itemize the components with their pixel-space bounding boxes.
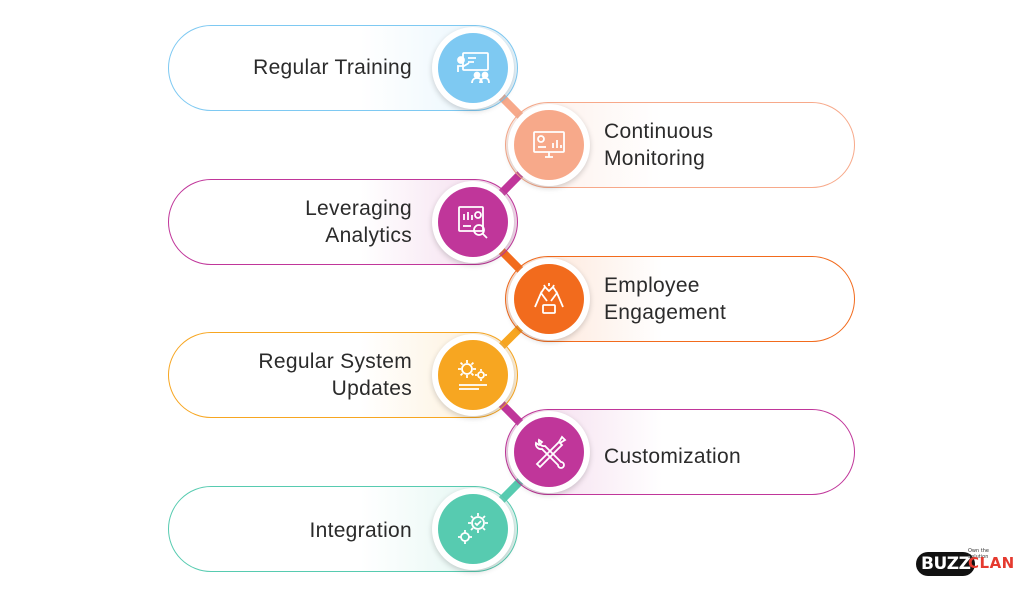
- step-circle-1: [432, 27, 514, 109]
- step-circle-fill-2: [514, 110, 584, 180]
- step-circle-5: [432, 334, 514, 416]
- high-five-icon: [534, 283, 564, 314]
- gears-update-icon: [458, 360, 487, 390]
- step-label-5: Regular System Updates: [258, 350, 412, 400]
- step-circle-6: [508, 411, 590, 493]
- step-circle-2: [508, 104, 590, 186]
- monitoring-dashboard-icon: [533, 131, 565, 158]
- integration-gears-icon: [458, 513, 488, 544]
- buzzclan-logo: BUZZ Own the Solution CLAN: [916, 548, 1014, 582]
- step-label-2: Continuous Monitoring: [604, 120, 714, 170]
- step-label-4: Employee Engagement: [604, 274, 727, 324]
- tools-customization-icon: [535, 435, 567, 469]
- logo-tagline: Own the Solution: [968, 548, 989, 560]
- step-circle-fill-7: [438, 494, 508, 564]
- step-circle-4: [508, 258, 590, 340]
- step-label-3: Leveraging Analytics: [305, 197, 412, 247]
- step-circle-fill-6: [514, 417, 584, 487]
- step-circle-fill-4: [514, 264, 584, 334]
- step-label-6: Customization: [604, 445, 741, 468]
- logo-word: CLAN: [968, 554, 1015, 572]
- training-presentation-icon: [457, 52, 490, 84]
- step-circle-3: [432, 181, 514, 263]
- analytics-magnifier-icon: [458, 206, 488, 239]
- step-label-7: Integration: [309, 519, 412, 542]
- step-circle-fill-5: [438, 340, 508, 410]
- step-circle-fill-1: [438, 33, 508, 103]
- step-label-1: Regular Training: [253, 56, 412, 79]
- step-circle-fill-3: [438, 187, 508, 257]
- logo-mark: BUZZ: [916, 552, 976, 576]
- step-circle-7: [432, 488, 514, 570]
